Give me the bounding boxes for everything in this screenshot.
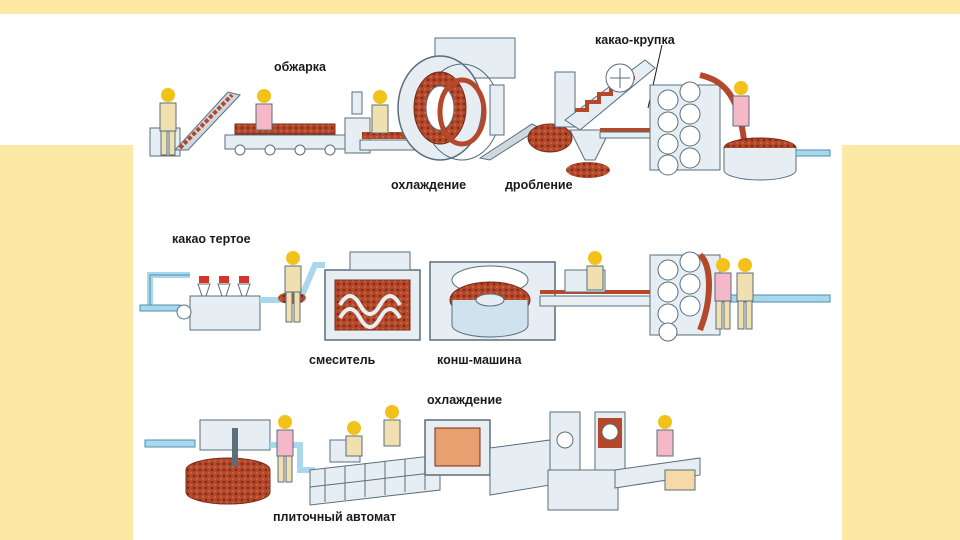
worker-11 [383, 405, 401, 447]
worker-1 [159, 88, 177, 156]
tempering-vat [185, 419, 315, 505]
worker-12 [656, 415, 674, 457]
winnowing-machine [564, 59, 656, 131]
label-molding-machine: плиточный автомат [273, 510, 397, 524]
molding-conveyor [309, 439, 441, 506]
label-mixer: смеситель [309, 353, 376, 367]
mixer [324, 251, 421, 341]
worker-6 [586, 251, 604, 291]
worker-5 [284, 251, 302, 323]
frame-top-band [0, 0, 960, 14]
worker-10 [345, 421, 363, 457]
worker-9 [276, 415, 294, 483]
label-cooling-1: охлаждение [391, 178, 467, 192]
label-roasting: обжарка [274, 60, 327, 74]
roller-mill-2 [649, 251, 831, 342]
workers [159, 81, 754, 483]
worker-8 [736, 258, 754, 330]
row-1-roasting-line [149, 37, 831, 181]
crusher [527, 71, 611, 178]
label-cocoa-liquor: какао тертое [172, 232, 251, 246]
cooling-drum [397, 37, 516, 161]
pressure-gauge-icon [176, 304, 192, 320]
cooling-tunnel [424, 419, 551, 496]
worker-4 [732, 81, 750, 127]
worker-2 [255, 89, 273, 131]
label-crushing: дробление [505, 178, 573, 192]
worker-7 [714, 258, 732, 330]
frame-left-band [0, 145, 133, 540]
label-conche: конш-машина [437, 353, 522, 367]
row-3-molding-line [144, 411, 701, 511]
liquor-tank [723, 137, 831, 181]
cocoa-liquor-tank [176, 276, 261, 331]
worker-3 [371, 90, 389, 134]
roller-mill-1 [649, 72, 748, 176]
packed-box [664, 469, 696, 491]
label-cooling-2: охлаждение [427, 393, 503, 407]
label-cocoa-nibs: какао-крупка [595, 33, 675, 47]
row-2-conching-line [139, 251, 831, 342]
frame-right-band [842, 145, 960, 540]
wrapping-machine [547, 411, 701, 511]
conche-machine [429, 261, 556, 341]
